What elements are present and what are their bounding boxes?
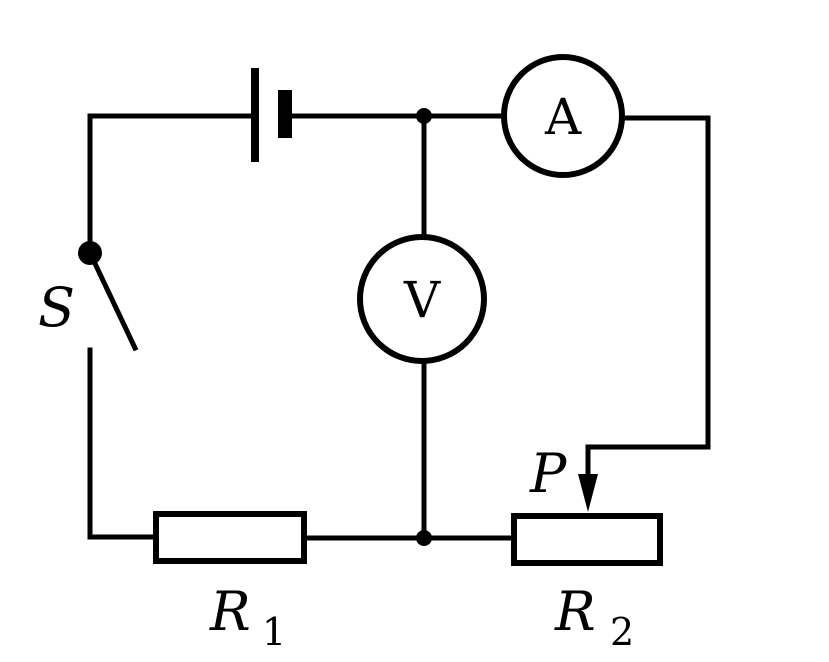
switch: [78, 241, 139, 352]
label-r2: R 2: [554, 580, 634, 654]
junction-top: [416, 108, 432, 124]
ammeter-circle: [501, 54, 625, 178]
battery-long-plate: [251, 68, 259, 162]
slider-label: P: [529, 442, 568, 505]
ammeter-label: A: [544, 88, 582, 146]
voltmeter: V: [357, 234, 487, 364]
label-r1-subscript: 1: [262, 610, 286, 654]
resistor-r1: [153, 511, 307, 564]
voltmeter-circle: [357, 234, 487, 364]
battery: [251, 68, 292, 162]
rheostat-r2: [511, 513, 663, 566]
ammeter: A: [501, 54, 625, 178]
switch-label: S: [38, 276, 75, 339]
voltmeter-label: V: [403, 271, 441, 329]
slider-arrowhead: [578, 474, 598, 512]
switch-blade: [86, 249, 139, 352]
wire-bottom-left: [87, 347, 158, 540]
slider-arrow: [578, 474, 598, 512]
battery-short-plate: [278, 90, 292, 138]
label-r2-letter: R: [554, 580, 596, 643]
label-r2-subscript: 2: [610, 610, 634, 654]
label-r1: R 1: [209, 580, 286, 654]
wire-ammeter-to-slider: [585, 115, 711, 481]
label-r1-letter: R: [209, 580, 251, 643]
wires: [87, 113, 711, 541]
wire-top-left: [87, 113, 257, 251]
junction-bottom: [416, 530, 432, 546]
